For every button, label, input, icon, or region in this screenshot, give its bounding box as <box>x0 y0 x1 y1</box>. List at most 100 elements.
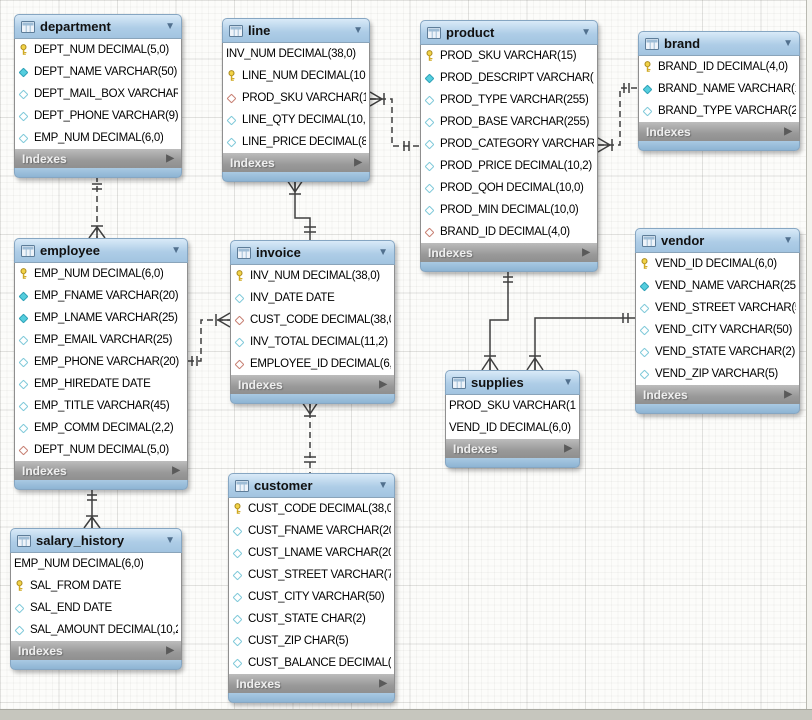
column-row[interactable]: EMP_PHONE VARCHAR(20) <box>15 351 187 373</box>
collapse-table-icon[interactable]: ▼ <box>171 244 181 256</box>
column-row[interactable]: DEPT_PHONE VARCHAR(9) <box>15 105 181 127</box>
relationship-invoice-line[interactable] <box>286 179 316 240</box>
column-row[interactable]: EMPLOYEE_ID DECIMAL(6,0) <box>231 353 394 375</box>
column-row[interactable]: SAL_END DATE <box>11 597 181 619</box>
column-row[interactable]: EMP_NUM DECIMAL(6,0) <box>15 263 187 285</box>
table-department[interactable]: department▼DEPT_NUM DECIMAL(5,0)DEPT_NAM… <box>14 14 182 178</box>
column-row[interactable]: PROD_MIN DECIMAL(10,0) <box>421 199 597 221</box>
indexes-bar[interactable]: Indexes▶ <box>635 385 800 404</box>
column-row[interactable]: LINE_NUM DECIMAL(10,0) <box>223 65 369 87</box>
collapse-table-icon[interactable]: ▼ <box>378 246 388 258</box>
expand-indexes-icon[interactable]: ▶ <box>784 126 792 137</box>
expand-indexes-icon[interactable]: ▶ <box>582 247 590 258</box>
column-row[interactable]: DEPT_NUM DECIMAL(5,0) <box>15 39 181 61</box>
expand-indexes-icon[interactable]: ▶ <box>172 465 180 476</box>
relationship-customer-invoice[interactable] <box>301 401 319 473</box>
column-row[interactable]: EMP_EMAIL VARCHAR(25) <box>15 329 187 351</box>
table-employee[interactable]: employee▼EMP_NUM DECIMAL(6,0)EMP_FNAME V… <box>14 238 188 490</box>
column-row[interactable]: EMP_LNAME VARCHAR(25) <box>15 307 187 329</box>
relationship-product-line[interactable] <box>369 91 420 151</box>
column-row[interactable]: VEND_ID DECIMAL(6,0) <box>446 417 579 439</box>
column-row[interactable]: BRAND_NAME VARCHAR(100) <box>639 78 799 100</box>
column-row[interactable]: CUST_STATE CHAR(2) <box>229 608 394 630</box>
column-row[interactable]: EMP_COMM DECIMAL(2,2) <box>15 417 187 439</box>
column-row[interactable]: DEPT_NUM DECIMAL(5,0) <box>15 439 187 461</box>
column-row[interactable]: CUST_LNAME VARCHAR(20) <box>229 542 394 564</box>
column-row[interactable]: DEPT_MAIL_BOX VARCHAR(3) <box>15 83 181 105</box>
expand-indexes-icon[interactable]: ▶ <box>379 379 387 390</box>
relationship-employee-invoice[interactable] <box>188 312 231 366</box>
column-row[interactable]: PROD_CATEGORY VARCHAR(255) <box>421 133 597 155</box>
column-row[interactable]: VEND_NAME VARCHAR(255) <box>636 275 799 297</box>
table-brand[interactable]: brand▼BRAND_ID DECIMAL(4,0)BRAND_NAME VA… <box>638 31 800 151</box>
table-invoice[interactable]: invoice▼INV_NUM DECIMAL(38,0)INV_DATE DA… <box>230 240 395 404</box>
column-row[interactable]: SAL_AMOUNT DECIMAL(10,2) <box>11 619 181 641</box>
indexes-bar[interactable]: Indexes▶ <box>14 461 188 480</box>
collapse-table-icon[interactable]: ▼ <box>783 234 793 246</box>
collapse-table-icon[interactable]: ▼ <box>563 376 573 388</box>
column-row[interactable]: BRAND_TYPE VARCHAR(20) <box>639 100 799 122</box>
collapse-table-icon[interactable]: ▼ <box>165 20 175 32</box>
column-row[interactable]: LINE_PRICE DECIMAL(8,2) <box>223 131 369 153</box>
table-vendor[interactable]: vendor▼VEND_ID DECIMAL(6,0)VEND_NAME VAR… <box>635 228 800 414</box>
indexes-bar[interactable]: Indexes▶ <box>228 674 395 693</box>
column-row[interactable]: INV_NUM DECIMAL(38,0) <box>231 265 394 287</box>
expand-indexes-icon[interactable]: ▶ <box>354 157 362 168</box>
column-row[interactable]: PROD_SKU VARCHAR(15) <box>446 395 579 417</box>
relationship-vendor-supplies[interactable] <box>526 313 635 371</box>
table-header-salary_history[interactable]: salary_history▼ <box>10 528 182 553</box>
collapse-table-icon[interactable]: ▼ <box>783 37 793 49</box>
table-product[interactable]: product▼PROD_SKU VARCHAR(15)PROD_DESCRIP… <box>420 20 598 272</box>
column-row[interactable]: INV_DATE DATE <box>231 287 394 309</box>
table-header-employee[interactable]: employee▼ <box>14 238 188 263</box>
expand-indexes-icon[interactable]: ▶ <box>564 443 572 454</box>
column-row[interactable]: CUST_BALANCE DECIMAL(8,2) <box>229 652 394 674</box>
column-row[interactable]: PROD_SKU VARCHAR(15) <box>223 87 369 109</box>
collapse-table-icon[interactable]: ▼ <box>353 24 363 36</box>
table-line[interactable]: line▼INV_NUM DECIMAL(38,0)LINE_NUM DECIM… <box>222 18 370 182</box>
table-header-brand[interactable]: brand▼ <box>638 31 800 56</box>
column-row[interactable]: INV_NUM DECIMAL(38,0) <box>223 43 369 65</box>
column-row[interactable]: CUST_CITY VARCHAR(50) <box>229 586 394 608</box>
table-header-supplies[interactable]: supplies▼ <box>445 370 580 395</box>
column-row[interactable]: CUST_ZIP CHAR(5) <box>229 630 394 652</box>
column-row[interactable]: SAL_FROM DATE <box>11 575 181 597</box>
column-row[interactable]: BRAND_ID DECIMAL(4,0) <box>639 56 799 78</box>
column-row[interactable]: CUST_FNAME VARCHAR(20) <box>229 520 394 542</box>
column-row[interactable]: VEND_STATE VARCHAR(2) <box>636 341 799 363</box>
column-row[interactable]: BRAND_ID DECIMAL(4,0) <box>421 221 597 243</box>
column-row[interactable]: CUST_STREET VARCHAR(70) <box>229 564 394 586</box>
table-supplies[interactable]: supplies▼PROD_SKU VARCHAR(15)VEND_ID DEC… <box>445 370 580 468</box>
table-header-line[interactable]: line▼ <box>222 18 370 43</box>
indexes-bar[interactable]: Indexes▶ <box>445 439 580 458</box>
collapse-table-icon[interactable]: ▼ <box>581 26 591 38</box>
table-salary_history[interactable]: salary_history▼EMP_NUM DECIMAL(6,0)SAL_F… <box>10 528 182 670</box>
indexes-bar[interactable]: Indexes▶ <box>222 153 370 172</box>
table-header-vendor[interactable]: vendor▼ <box>635 228 800 253</box>
column-row[interactable]: EMP_TITLE VARCHAR(45) <box>15 395 187 417</box>
column-row[interactable]: LINE_QTY DECIMAL(10,0) <box>223 109 369 131</box>
column-row[interactable]: VEND_ID DECIMAL(6,0) <box>636 253 799 275</box>
indexes-bar[interactable]: Indexes▶ <box>230 375 395 394</box>
indexes-bar[interactable]: Indexes▶ <box>638 122 800 141</box>
column-row[interactable]: VEND_CITY VARCHAR(50) <box>636 319 799 341</box>
column-row[interactable]: EMP_NUM DECIMAL(6,0) <box>11 553 181 575</box>
table-header-product[interactable]: product▼ <box>420 20 598 45</box>
relationship-product-supplies[interactable] <box>481 270 513 371</box>
indexes-bar[interactable]: Indexes▶ <box>14 149 182 168</box>
relationship-employee-salary-history[interactable] <box>83 488 101 529</box>
column-row[interactable]: PROD_PRICE DECIMAL(10,2) <box>421 155 597 177</box>
table-header-customer[interactable]: customer▼ <box>228 473 395 498</box>
expand-indexes-icon[interactable]: ▶ <box>784 389 792 400</box>
table-customer[interactable]: customer▼CUST_CODE DECIMAL(38,0)CUST_FNA… <box>228 473 395 703</box>
collapse-table-icon[interactable]: ▼ <box>378 479 388 491</box>
column-row[interactable]: PROD_TYPE VARCHAR(255) <box>421 89 597 111</box>
column-row[interactable]: VEND_STREET VARCHAR(50) <box>636 297 799 319</box>
column-row[interactable]: EMP_NUM DECIMAL(6,0) <box>15 127 181 149</box>
expand-indexes-icon[interactable]: ▶ <box>166 153 174 164</box>
column-row[interactable]: PROD_QOH DECIMAL(10,0) <box>421 177 597 199</box>
relationship-department-employee[interactable] <box>88 176 106 239</box>
indexes-bar[interactable]: Indexes▶ <box>10 641 182 660</box>
table-header-department[interactable]: department▼ <box>14 14 182 39</box>
